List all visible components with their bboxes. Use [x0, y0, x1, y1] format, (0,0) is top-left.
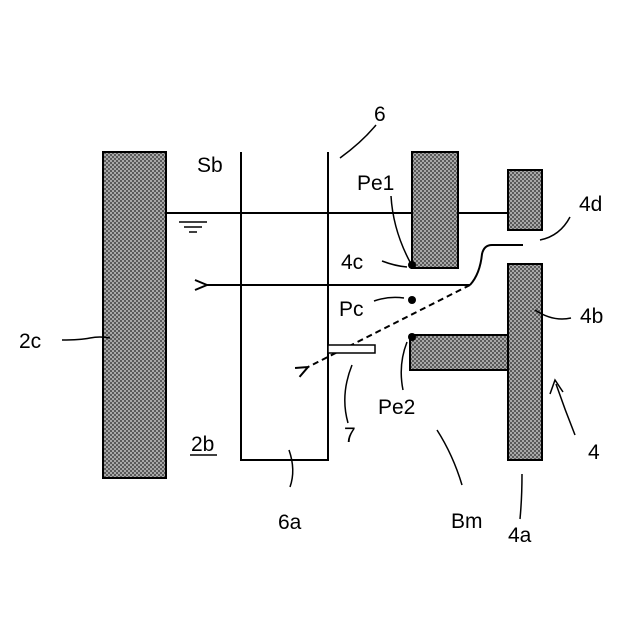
label-4: 4 — [588, 441, 600, 464]
water-surface-symbol — [179, 222, 207, 232]
point-pc — [408, 296, 416, 304]
label-2c: 2c — [19, 330, 41, 353]
leader-6 — [340, 125, 376, 158]
leader-4d — [540, 217, 570, 240]
leader-4a — [520, 474, 522, 519]
upper-block-4c — [412, 152, 458, 268]
label-pc: Pc — [339, 298, 364, 321]
label-4b: 4b — [580, 305, 603, 328]
leader-6a — [289, 450, 293, 487]
label-4a: 4a — [508, 524, 532, 547]
leader-pe1 — [391, 196, 410, 262]
label-2b: 2b — [191, 433, 214, 456]
leader-4c — [382, 261, 407, 267]
small-block-right — [508, 170, 542, 230]
horizontal-arm — [410, 335, 508, 370]
label-pe1: Pe1 — [357, 172, 394, 195]
leader-pc — [374, 297, 404, 301]
label-6: 6 — [374, 103, 386, 126]
point-pe1 — [408, 261, 416, 269]
vertical-member-4a — [508, 264, 542, 460]
point-pe2 — [408, 333, 416, 341]
wall-2c — [103, 152, 166, 478]
leader-4 — [556, 384, 575, 435]
leader-pe2 — [401, 342, 407, 390]
tank-6 — [241, 152, 328, 460]
label-4c: 4c — [341, 251, 363, 274]
label-7: 7 — [344, 424, 356, 447]
leader-bm — [437, 430, 462, 485]
label-sb: Sb — [197, 154, 223, 177]
leader-7 — [345, 365, 352, 423]
label-pe2: Pe2 — [378, 396, 415, 419]
label-4d: 4d — [579, 193, 602, 216]
plate-7 — [328, 345, 375, 353]
label-6a: 6a — [278, 511, 302, 534]
label-bm: Bm — [451, 510, 483, 533]
